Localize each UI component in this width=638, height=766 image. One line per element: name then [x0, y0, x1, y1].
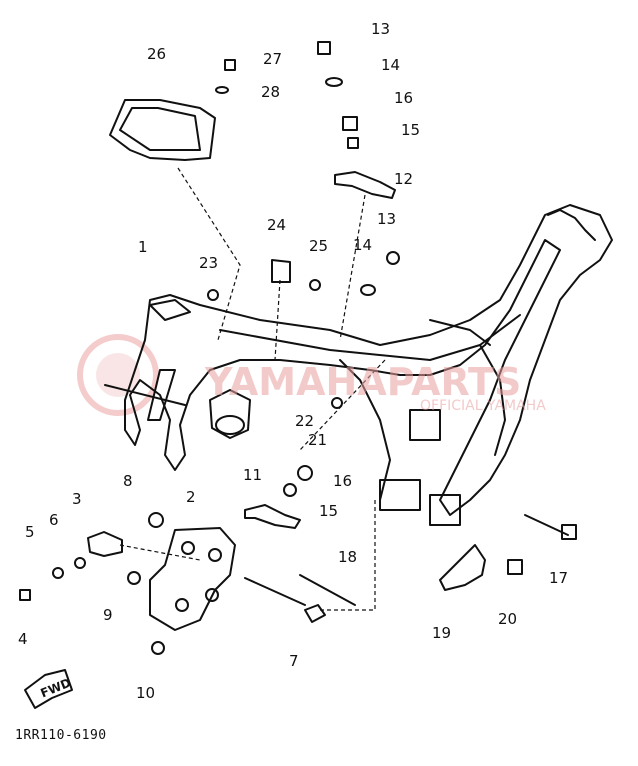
callout-22: 22: [295, 412, 315, 430]
callout-24: 24: [267, 216, 287, 234]
callout-1: 1: [138, 238, 148, 256]
callout-8: 8: [123, 472, 133, 490]
callout-15: 15: [401, 121, 421, 139]
callout-26: 26: [147, 45, 167, 63]
callout-13b: 13: [377, 210, 397, 228]
bolt-part-7: [244, 577, 306, 606]
callout-14b: 14: [353, 236, 373, 254]
callout-10: 10: [136, 684, 156, 702]
callout-16: 16: [394, 89, 414, 107]
part-code: 1RR110-6190: [15, 728, 107, 743]
callout-12: 12: [394, 170, 414, 188]
small-hardware: [19, 41, 577, 655]
bracket-part-19: [439, 544, 486, 591]
callout-11: 11: [243, 466, 263, 484]
engine-bracket-part-2: [149, 527, 236, 631]
bolt-part-17: [524, 514, 569, 536]
bracket-part-3: [87, 531, 123, 557]
callout-18: 18: [338, 548, 358, 566]
leader-line: [320, 500, 376, 611]
leader-line: [177, 167, 241, 341]
forward-arrow: [24, 669, 73, 709]
callout-7: 7: [289, 652, 299, 670]
leader-line: [339, 194, 366, 341]
watermark-logo: [77, 334, 159, 416]
callout-15b: 15: [319, 502, 339, 520]
bracket-part-11: [244, 504, 301, 529]
cover-part-26: [109, 99, 216, 161]
bracket-part-12: [334, 171, 396, 199]
callout-14: 14: [381, 56, 401, 74]
callout-28: 28: [261, 83, 281, 101]
callout-6: 6: [49, 511, 59, 529]
callout-16b: 16: [333, 472, 353, 490]
watermark-sub-text: OFFICIAL YAMAHA: [420, 398, 546, 414]
leader-line: [119, 544, 201, 561]
callout-9: 9: [103, 606, 113, 624]
callout-27: 27: [263, 50, 283, 68]
callout-5: 5: [25, 523, 35, 541]
callout-3: 3: [72, 490, 82, 508]
bolt-part-18: [299, 574, 356, 606]
callout-23: 23: [199, 254, 219, 272]
callout-21: 21: [308, 431, 328, 449]
watermark-main-text: YAMAHAPARTS: [205, 360, 522, 404]
callout-4: 4: [18, 630, 28, 648]
callout-25: 25: [309, 237, 329, 255]
callout-19: 19: [432, 624, 452, 642]
callout-17: 17: [549, 569, 569, 587]
main-frame: [104, 204, 613, 526]
callout-20: 20: [498, 610, 518, 628]
leader-line: [274, 279, 281, 361]
callout-2: 2: [186, 488, 196, 506]
callout-13: 13: [371, 20, 391, 38]
